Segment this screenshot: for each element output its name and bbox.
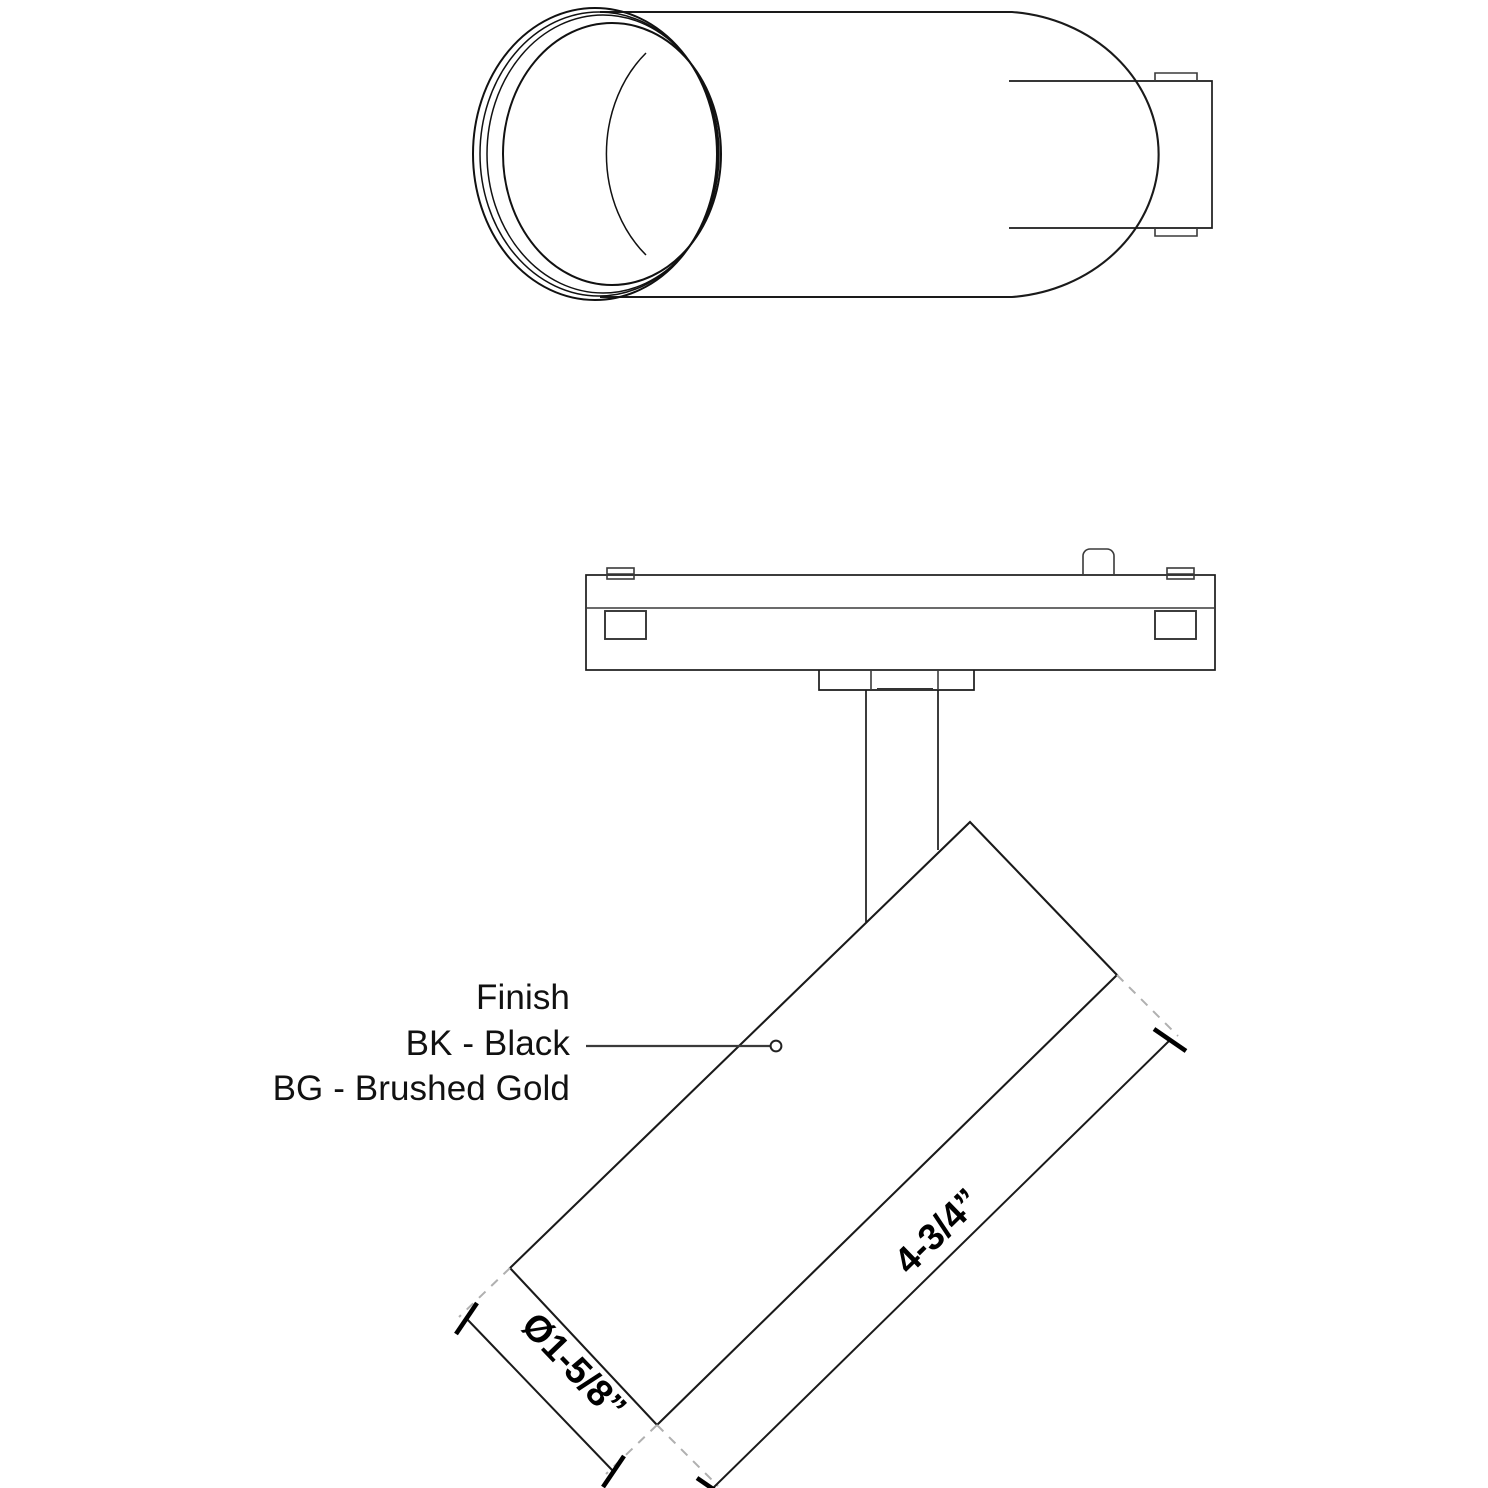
length-dimension-label: 4-3/4” [886,1180,988,1281]
length-dimension-group: 4-3/4” [656,974,1188,1488]
aperture-outer-ring-3 [486,14,720,294]
diameter-dimension-tick-top [454,1301,479,1336]
stem-arms-group [865,690,939,922]
diameter-extension-line-bottom [605,1424,658,1475]
finish-heading: Finish [476,978,570,1017]
finish-option-bk: BK - Black [405,1023,570,1063]
length-extension-line-top [1116,974,1179,1037]
finish-leader-endpoint-dot [769,1039,783,1053]
aperture-reflector-arc [605,52,647,256]
top-view-adapter-tab-top [1154,72,1198,81]
swivel-knuckle-housing [818,670,975,691]
finish-option-bg: BG - Brushed Gold [272,1069,570,1108]
angled-cylinder-outline [508,820,1119,1427]
finish-annotation-block: Finish BK - Black BG - Brushed Gold [180,975,570,1112]
top-view-adapter-block [1009,80,1213,229]
diameter-dimension-line [465,1317,614,1472]
track-adapter-retention-tab-right [1154,610,1197,640]
aperture-outer-ring-1 [472,7,718,301]
diameter-dimension-tick-bottom [601,1454,626,1488]
aperture-inner-ring [502,22,722,286]
top-view-group [472,7,1213,301]
length-dimension-tick-top [1152,1027,1188,1053]
diameter-dimension-label: Ø1-5/8” [514,1305,635,1428]
track-adapter-retention-tab-left [604,610,647,640]
track-adapter-top-nub [1082,548,1115,575]
finish-leader-group [586,1039,783,1053]
diameter-extension-line-top [458,1267,511,1318]
top-view-adapter-tab-bottom [1154,228,1198,237]
aperture-outer-ring-2 [479,11,719,297]
length-dimension-tick-bottom [695,1476,716,1488]
angled-cylinder-body-group [508,820,1119,1427]
length-extension-line-bottom [656,1424,719,1487]
track-adapter-outline [585,574,1216,671]
length-dimension-line [711,1039,1171,1488]
diameter-dimension-group: Ø1-5/8” [454,1267,658,1488]
top-view-body-outline [600,10,1160,299]
side-view-track-adapter-group [585,548,1216,691]
